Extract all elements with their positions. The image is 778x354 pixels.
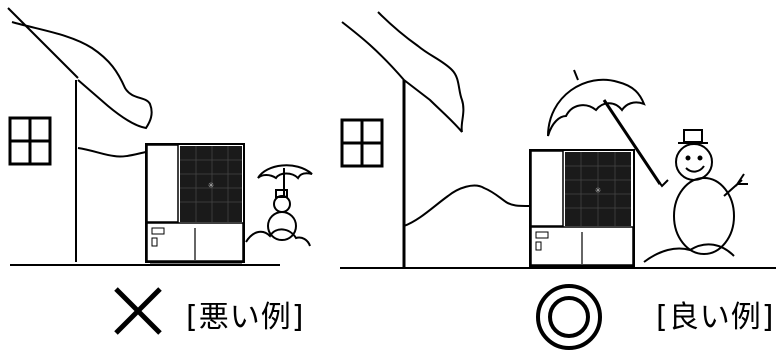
good-window — [340, 118, 384, 168]
bad-snow-mound — [245, 228, 311, 247]
cross-mark-icon — [114, 287, 162, 335]
good-outdoor-unit: ✳ — [529, 149, 635, 268]
svg-text:✳: ✳ — [208, 181, 215, 190]
svg-text:✳: ✳ — [595, 186, 602, 195]
good-snow-drift — [403, 184, 531, 227]
bad-example-scene — [7, 7, 311, 266]
good-snow-on-roof — [377, 11, 465, 133]
bad-snowman — [257, 164, 313, 241]
bad-small-umbrella — [257, 164, 313, 180]
bad-snow-on-roof — [11, 21, 153, 130]
bad-roof-edge-snow — [77, 147, 147, 158]
bad-outdoor-unit: ✳ — [145, 143, 245, 264]
bad-unit-fan-grille — [180, 146, 242, 222]
good-snowman — [547, 69, 748, 255]
good-example-caption: [良い例] — [656, 300, 775, 335]
double-circle-icon — [536, 284, 602, 350]
bad-example-caption: [悪い例] — [186, 300, 305, 335]
good-example-scene — [340, 11, 776, 269]
umbrella-handle — [602, 99, 662, 185]
bad-roof-line — [7, 7, 79, 79]
good-roof-line — [341, 21, 405, 81]
good-large-umbrella — [547, 78, 646, 137]
bad-window — [8, 116, 52, 166]
